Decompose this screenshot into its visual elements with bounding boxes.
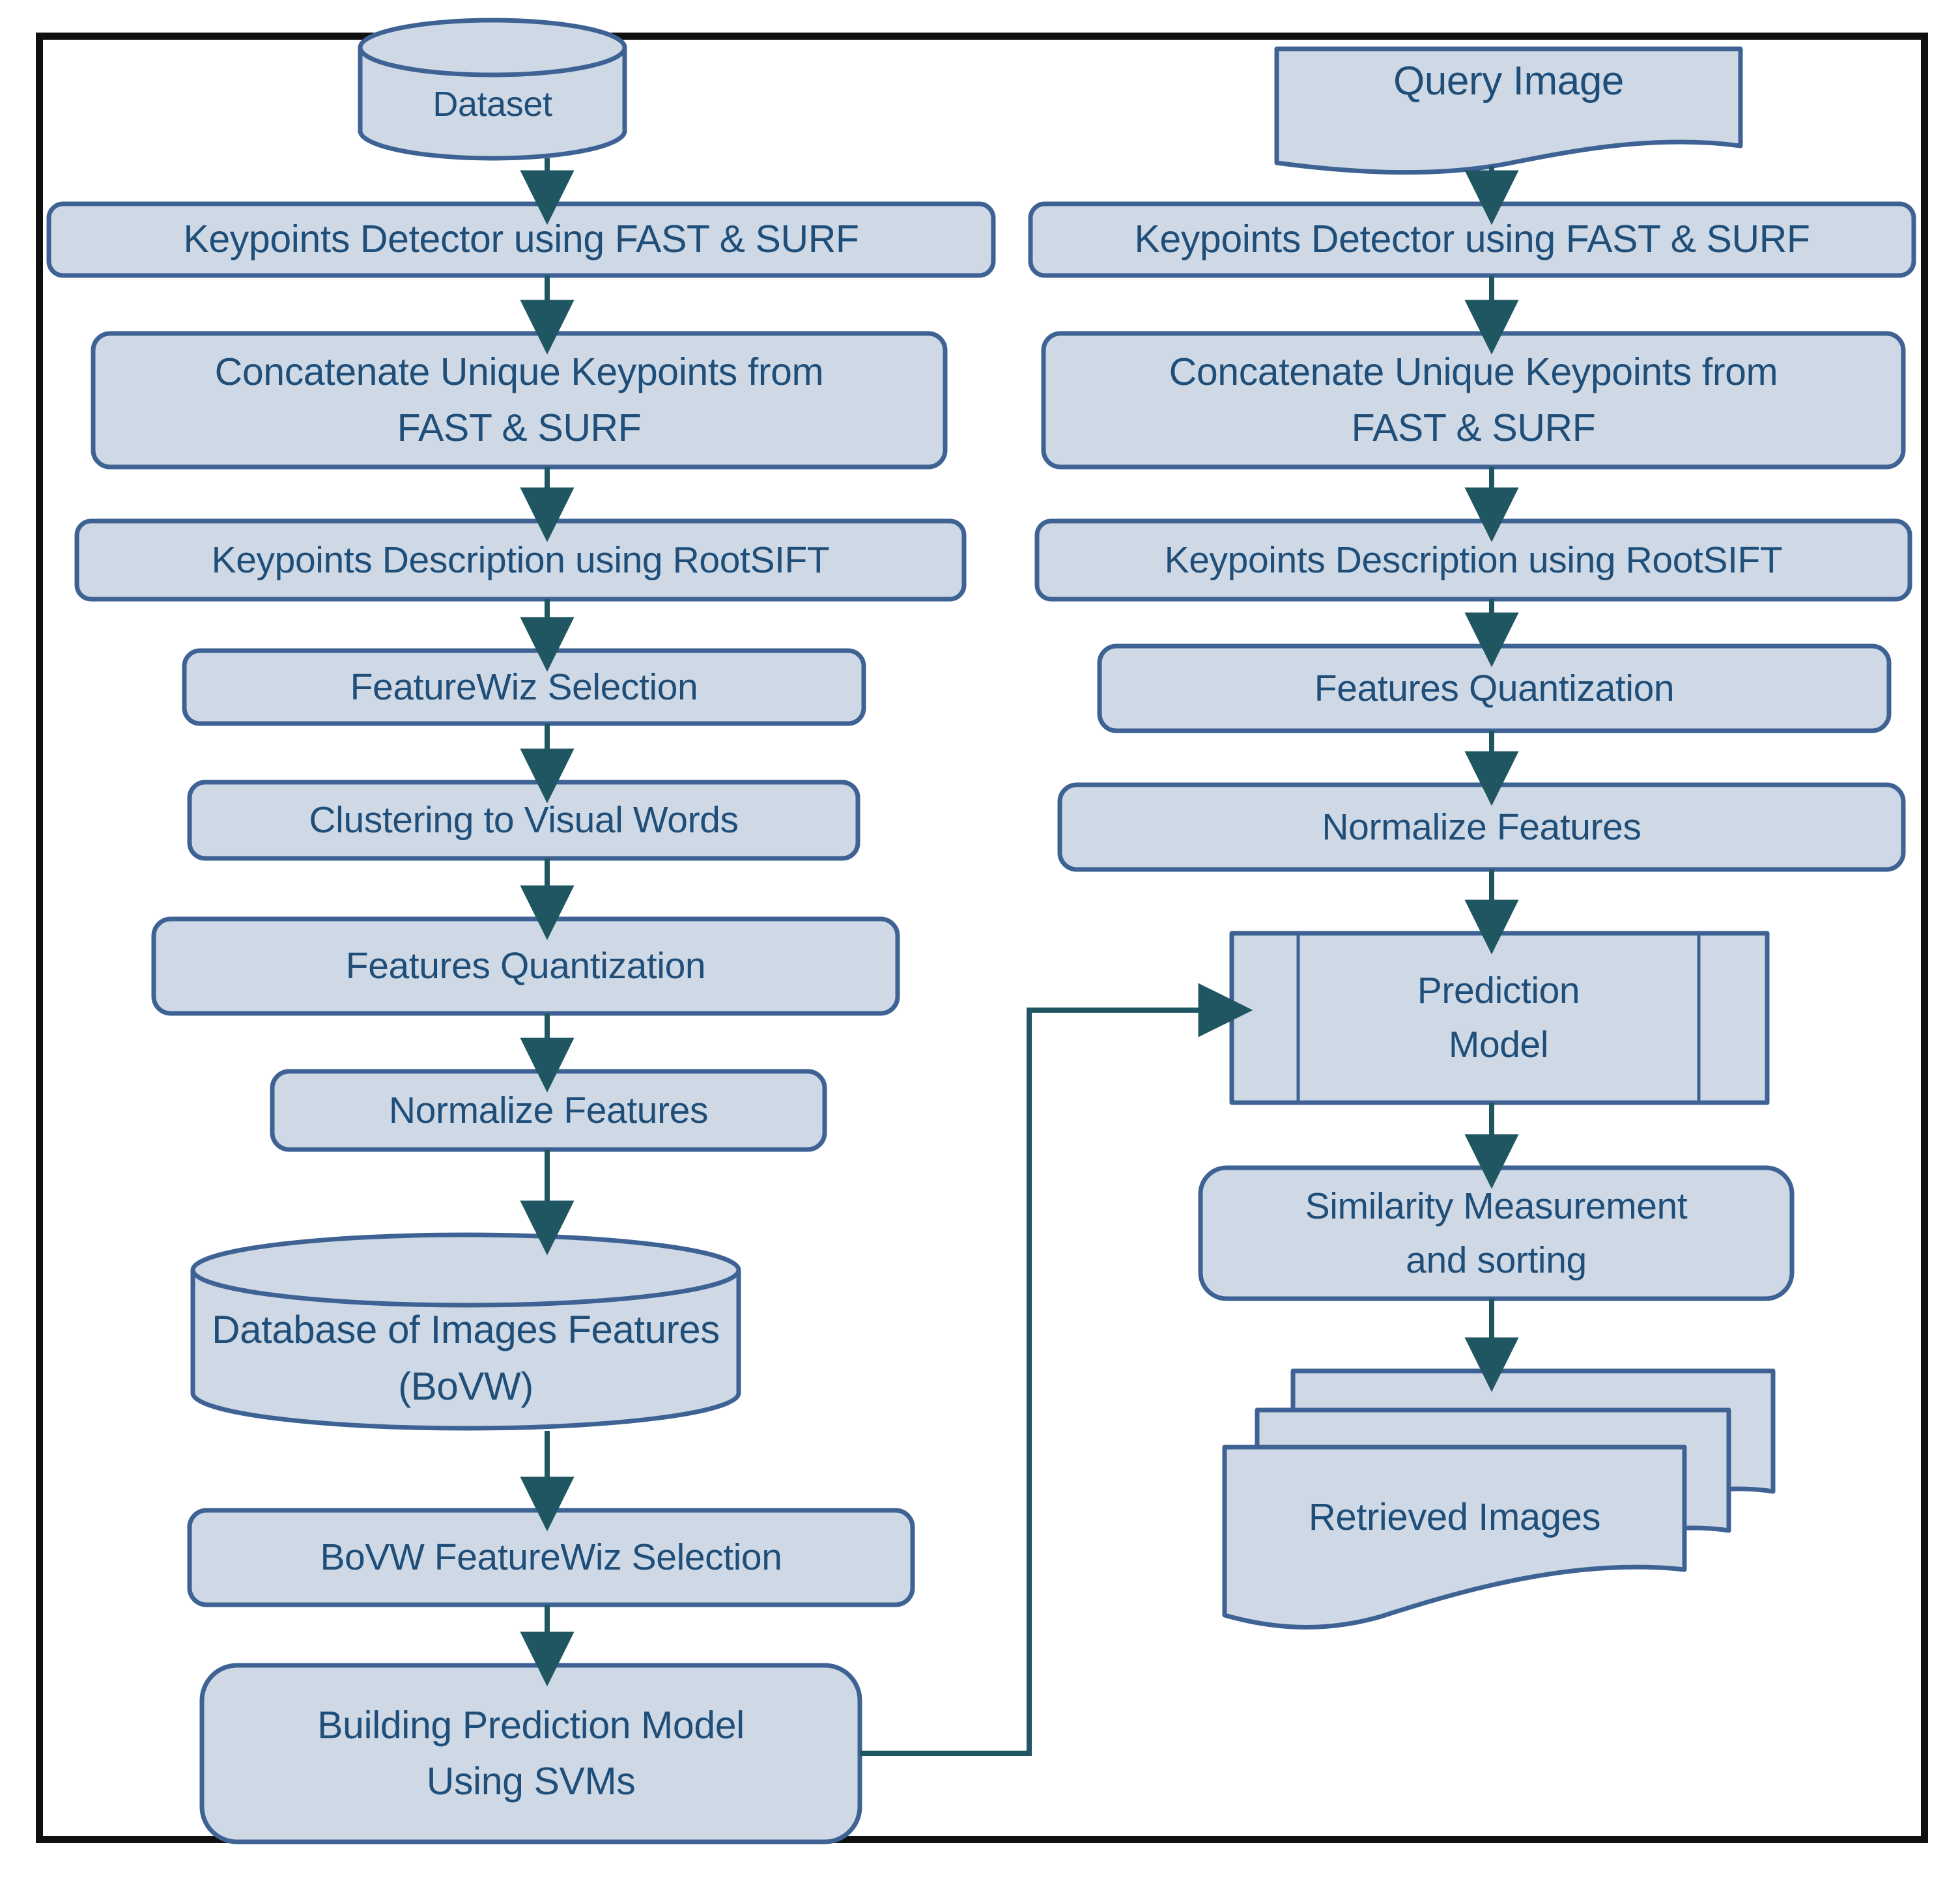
diagram-outer-frame [36,33,1928,1843]
